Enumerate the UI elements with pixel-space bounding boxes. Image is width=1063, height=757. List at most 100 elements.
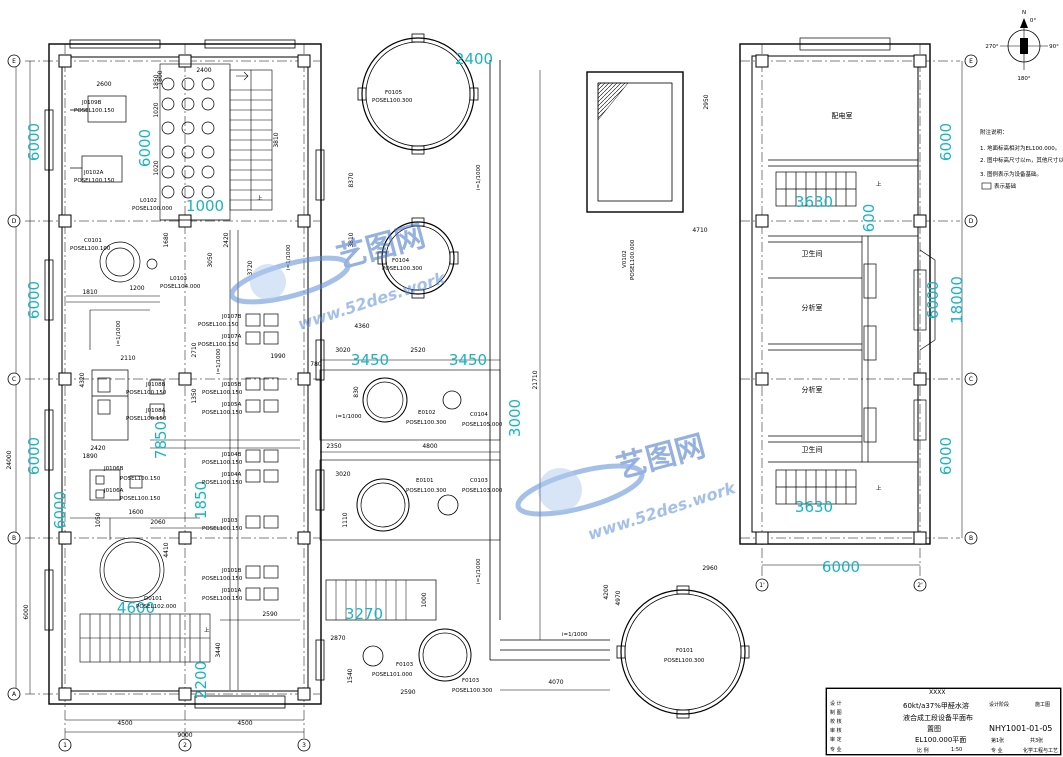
- pos-j0107a: POSEL100.150: [198, 342, 239, 348]
- dim-2200: 2200: [192, 661, 210, 699]
- pos-j0108b: POSEL100.150: [126, 390, 167, 396]
- dim-left-2: 6000: [25, 281, 43, 319]
- tb-scale-label: 比 例: [917, 748, 929, 754]
- tag-d0101: D0101: [144, 596, 162, 602]
- slope-2: i=1/1000: [286, 244, 292, 270]
- dim-3000: 3000: [506, 399, 524, 437]
- dim-21710: 21710: [532, 370, 539, 389]
- grid-1: 1: [63, 742, 67, 749]
- dim-2710: 2710: [191, 342, 198, 357]
- dim-2590b: 2590: [400, 689, 415, 696]
- dim-4800: 4800: [422, 443, 437, 450]
- pos-c0104: POSEL105.000: [462, 422, 503, 428]
- dim-left-1: 6000: [25, 123, 43, 161]
- dim-4970: 4970: [615, 590, 622, 605]
- pos-l0102: POSEL100.000: [132, 206, 173, 212]
- dim-2600: 2600: [96, 81, 111, 88]
- tag-j0107b: J0107B: [221, 314, 242, 320]
- tag-j0101a: J0101A: [221, 588, 242, 594]
- compass-180: 180°: [1017, 76, 1030, 82]
- pos-f0104: POSEL100.300: [382, 266, 423, 272]
- tb-stage-label: 设计阶段: [989, 702, 1010, 708]
- tb-drawing-no: NHY1001-01-05: [989, 724, 1053, 733]
- tb-role-6: 专 业: [830, 747, 842, 753]
- grid-b: B: [12, 535, 16, 542]
- dim-780: 780: [310, 361, 322, 368]
- dim-4070: 4070: [548, 679, 563, 686]
- pos-f0101: POSEL100.300: [664, 658, 705, 664]
- grid-r-c: C: [969, 376, 973, 383]
- dim-right-3: 6000: [924, 281, 942, 319]
- tag-j0108b: J0108B: [145, 382, 166, 388]
- slope-6: i=1/1000: [476, 558, 482, 584]
- tag-j0104a: J0104A: [221, 472, 242, 478]
- note-1: 1. 地面标高相对为EL100.000。: [980, 144, 1060, 152]
- pos-j0102a: POSEL100.150: [74, 178, 115, 184]
- pos-j0105b: POSEL100.150: [202, 390, 243, 396]
- grid-r-b: B: [969, 535, 973, 542]
- dim-1810: 1810: [82, 289, 97, 296]
- tag-l0103: L0103: [170, 276, 188, 282]
- tag-j0104b: J0104B: [221, 452, 242, 458]
- main-building: [15, 39, 325, 742]
- dim-3050: 3050: [207, 252, 214, 267]
- tag-j0106b: J0106B: [103, 466, 124, 472]
- dim-3020b: 3020: [335, 471, 350, 478]
- dim-2960: 2960: [702, 565, 717, 572]
- notes-title: 附注说明：: [980, 128, 1008, 136]
- stair-up-a: 上: [257, 194, 263, 202]
- dim-6000b: 6000: [23, 604, 30, 619]
- pos-e0101: POSEL100.300: [406, 488, 447, 494]
- dim-4200: 4200: [603, 584, 610, 599]
- dim-3270: 3270: [345, 605, 383, 623]
- dim-8370: 8370: [348, 172, 355, 187]
- tag-j0109b: J0109B: [81, 100, 102, 106]
- dim-left-3: 6000: [25, 437, 43, 475]
- room-power: 配电室: [832, 111, 853, 120]
- pos-c0101: POSEL100.100: [70, 246, 111, 252]
- pos-j0105a: POSEL100.150: [202, 410, 243, 416]
- tag-v0102: V0102: [622, 250, 628, 268]
- note-3: 3. 图例表示为设备基础。: [980, 170, 1042, 178]
- dim-2350: 2350: [326, 443, 341, 450]
- dim-3020: 3020: [335, 347, 350, 354]
- tb-role-5: 审 定: [830, 737, 842, 743]
- dim-right-total: 18000: [948, 276, 966, 324]
- dim-1050: 1050: [95, 512, 102, 527]
- dim-7850: 7850: [152, 421, 170, 459]
- pos-v0102: POSEL100.000: [630, 239, 636, 280]
- dim-1350: 1350: [191, 388, 198, 403]
- tag-j0106a: J0106A: [103, 488, 124, 494]
- stair-up-b: 上: [204, 626, 210, 634]
- grid-a: A: [12, 691, 17, 698]
- tag-l0102: L0102: [140, 198, 157, 204]
- pos-j0103: POSEL100.150: [202, 526, 243, 532]
- pos-j0107b: POSEL100.150: [198, 322, 239, 328]
- dim-2420b: 2420: [90, 445, 105, 452]
- dim-4500b: 4500: [237, 720, 252, 727]
- tag-f0103s: F0103: [396, 662, 414, 668]
- grid-2p: 2': [917, 582, 923, 589]
- dim-3630b: 3630: [795, 498, 833, 516]
- dim-4600: 4600: [117, 599, 155, 617]
- grid-e: E: [12, 58, 16, 65]
- slope-5: i=1/1000: [336, 414, 362, 420]
- dim-2400b: 2400: [196, 67, 211, 74]
- dim-600: 600: [860, 204, 878, 233]
- dim-2520: 2520: [410, 347, 425, 354]
- tb-scale: 1:50: [951, 747, 963, 753]
- pos-d0101: POSEL102.000: [136, 604, 177, 610]
- tb-project: 60kt/a37%甲醛水溶: [903, 702, 969, 710]
- dim-4500a: 4500: [117, 720, 132, 727]
- tb-company: XXXX: [929, 689, 946, 696]
- room-lab2: 分析室: [802, 385, 823, 394]
- pos-f0105: POSEL100.300: [372, 98, 413, 104]
- tb-role-3: 校 核: [830, 719, 842, 725]
- dim-4320: 4320: [79, 372, 86, 387]
- slope-4: i=1/1000: [216, 348, 222, 374]
- dim-24000: 24000: [6, 450, 13, 469]
- tag-f0101: F0101: [676, 648, 693, 654]
- pos-j0104a: POSEL100.150: [202, 480, 243, 486]
- dim-1000s: 1000: [421, 592, 428, 607]
- grid-r-e: E: [969, 58, 973, 65]
